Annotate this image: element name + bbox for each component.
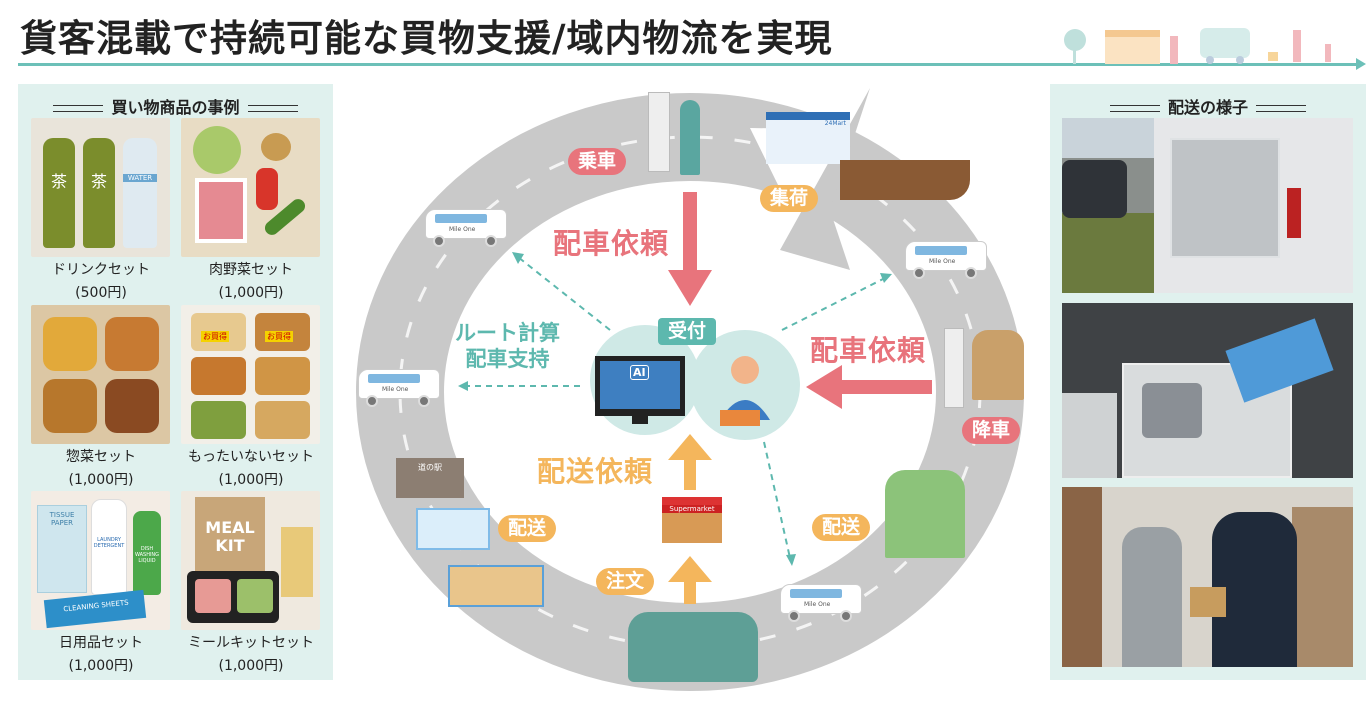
label-order: 注文: [596, 568, 655, 595]
town-decoration-icon: [1064, 28, 1331, 64]
product-price: (1,000円): [68, 658, 134, 674]
van-icon: Mile One: [425, 205, 507, 249]
product-name: 肉野菜セット: [209, 262, 293, 278]
product-examples-panel: 買い物商品の事例 茶 茶 WATER ドリンクセット (500円) 肉野菜セット…: [18, 84, 333, 680]
title-divider: [18, 63, 1358, 66]
dispatch-request-right: 配車依頼: [810, 334, 927, 367]
delivery-scene-heading: 配送の様子: [1050, 94, 1366, 118]
product-price: (1,000円): [68, 472, 134, 488]
label-delivery-left: 配送: [498, 515, 557, 542]
page-title: 貨客混載で持続可能な買物支援/域内物流を実現: [20, 17, 833, 60]
product-name: 日用品セット: [59, 635, 143, 651]
product-price: (1,000円): [218, 285, 284, 301]
product-price: (1,000円): [218, 472, 284, 488]
label-pickup: 集荷: [760, 185, 819, 212]
product-examples-heading: 買い物商品の事例: [18, 94, 333, 118]
product-name: もったいないセット: [188, 449, 314, 465]
product-name: ドリンクセット: [52, 262, 150, 278]
hospital-icon: [416, 508, 490, 550]
farm-truck-icon: [840, 160, 970, 200]
label-alighting: 降車: [962, 417, 1021, 444]
delivery-handover-icon: [885, 470, 965, 558]
family-icon: [628, 612, 758, 682]
meal-kit-set-image: MEAL KIT: [181, 491, 320, 630]
roadside-station-icon: 道の駅: [396, 458, 464, 498]
van-icon: Mile One: [358, 365, 440, 409]
van-icon: Mile One: [905, 237, 987, 281]
label-reception: 受付: [658, 318, 717, 345]
product-price: (1,000円): [218, 658, 284, 674]
product-price: (500円): [75, 285, 127, 301]
photo-doorstep-delivery: [1062, 487, 1353, 667]
divider-arrow-icon: [1356, 58, 1366, 70]
delivery-request: 配送依頼: [537, 455, 654, 488]
dispatch-request-top: 配車依頼: [553, 227, 670, 260]
product-name: ミールキットセット: [188, 635, 314, 651]
convenience-store-icon: 24Mart: [766, 112, 850, 164]
elderly-couple-icon: [972, 330, 1024, 400]
school-icon: [448, 565, 544, 607]
label-boarding: 乗車: [568, 148, 627, 175]
delivery-scene-panel: 配送の様子: [1050, 84, 1366, 680]
bus-stop-icon: [648, 92, 670, 172]
label-delivery-right: 配送: [812, 514, 871, 541]
mottainai-set-image: お買得 お買得: [181, 305, 320, 444]
supermarket-icon: Supermarket: [662, 497, 722, 543]
meat-vegetable-set-image: [181, 118, 320, 257]
passenger-icon: [680, 100, 700, 175]
ai-label: AI: [630, 365, 649, 380]
photo-van-with-crates: [1062, 118, 1353, 293]
route-calculation-text: ルート計算 配車支持: [455, 321, 560, 371]
deli-set-image: [31, 305, 170, 444]
product-name: 惣菜セット: [66, 449, 136, 465]
van-icon: Mile One: [780, 580, 862, 624]
bus-stop-icon: [944, 328, 964, 408]
photo-crates-in-van: [1062, 303, 1353, 478]
daily-goods-set-image: TISSUE PAPER LAUNDRY DETERGENT DISH WASH…: [31, 491, 170, 630]
drink-set-image: 茶 茶 WATER: [31, 118, 170, 257]
